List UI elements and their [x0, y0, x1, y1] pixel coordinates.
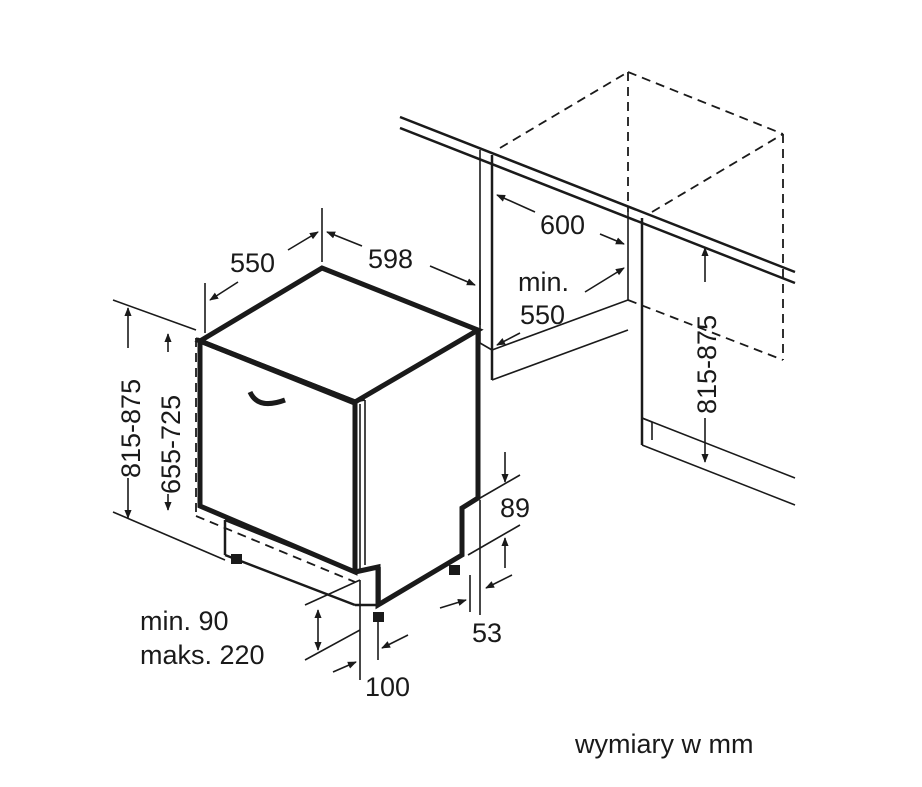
niche-dashed-box — [499, 71, 784, 361]
total-height-label: 815-875 — [116, 379, 146, 478]
niche-depth-min-label: min. — [518, 267, 569, 297]
plinth-top-label: 89 — [500, 493, 530, 523]
foot-offset-label: 100 — [365, 672, 410, 702]
dishwasher-body — [194, 265, 484, 622]
plinth-bottom-label: 53 — [472, 618, 502, 648]
units-note: wymiary w mm — [574, 729, 753, 759]
niche-width-label: 600 — [540, 210, 585, 240]
door-dashed-outline — [195, 337, 356, 583]
dimension-lines — [112, 194, 709, 680]
plinth-min-label: min. 90 — [140, 606, 229, 636]
niche-height-label: 815-875 — [692, 315, 722, 414]
width-label: 598 — [368, 244, 413, 274]
depth-label: 550 — [230, 248, 275, 278]
door-height-label: 655-725 — [156, 395, 186, 494]
niche-outline — [399, 115, 796, 506]
niche-depth-value-label: 550 — [520, 300, 565, 330]
plinth-max-label: maks. 220 — [140, 640, 265, 670]
